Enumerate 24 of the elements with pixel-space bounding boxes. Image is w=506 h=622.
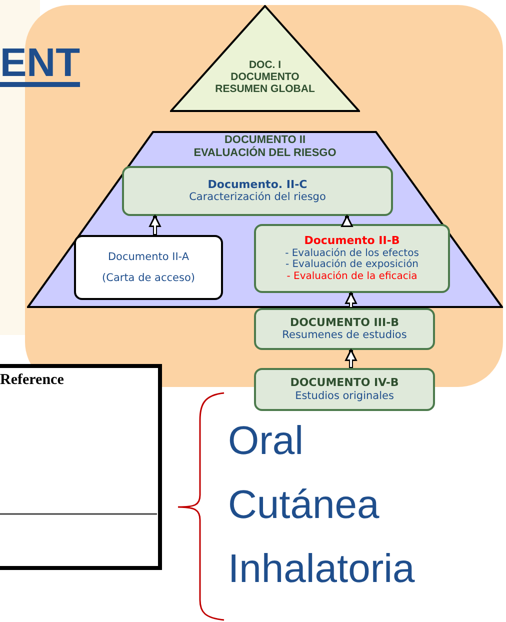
document-description: (Carta de acceso) [102, 272, 195, 284]
document-title: DOC. I DOCUMENTO RESUMEN GLOBAL [214, 59, 316, 96]
document-title: Documento. II-C [208, 178, 308, 192]
heading-text: ENT [0, 40, 80, 86]
document-description: - Evaluación de la eficacia [286, 270, 418, 282]
route-label: Cutánea [228, 482, 380, 528]
route-label: Inhalatoria [228, 546, 415, 592]
document-box [254, 368, 435, 411]
document-box [254, 224, 450, 293]
document-title: DOCUMENTO III-B [290, 316, 400, 330]
document-description: Estudios originales [295, 390, 394, 402]
document-title: DOCUMENTO II EVALUACIÓN DEL RIESGO [192, 134, 338, 160]
document-description: - Evaluación de exposición [285, 259, 419, 271]
document-title: Documento II-A [108, 251, 190, 264]
document-box [74, 235, 223, 300]
route-label: Oral [228, 418, 304, 464]
document-title: DOCUMENTO IV-B [290, 377, 399, 390]
document-description: - Evaluación de los efectos [285, 248, 419, 259]
document-box [122, 166, 393, 216]
document-description: Caracterización del riesgo [189, 191, 326, 204]
column-header: Reference [0, 372, 64, 390]
document-box [254, 308, 435, 350]
document-description: Resumenes de estudios [282, 329, 407, 342]
document-title: Documento II-B [304, 234, 400, 248]
